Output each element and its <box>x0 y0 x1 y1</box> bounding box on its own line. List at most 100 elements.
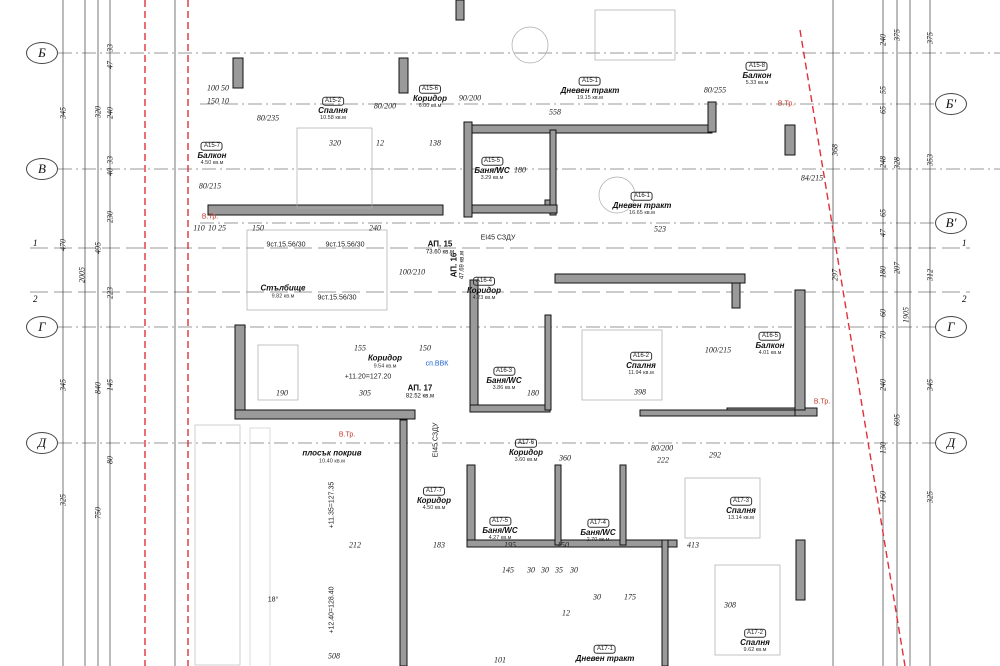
note-stairs-3: 9ст.15.56/30 <box>317 294 357 302</box>
grid-axis-marker: Д <box>26 432 58 454</box>
dimension-label: 30 <box>541 565 549 575</box>
dimension-label: 35 <box>555 565 563 575</box>
room-name: Баня/WC <box>486 375 522 385</box>
dimension-left-inner: 223 <box>105 287 115 299</box>
grid-axis-marker: Б' <box>935 93 967 115</box>
dimension-right-mid: 328 <box>892 157 902 169</box>
dimension-right-inner: 248 <box>878 156 888 168</box>
dimension-label: 138 <box>429 138 441 148</box>
grid-axis-marker: Г <box>935 316 967 338</box>
room-area: 9.82 кв.м <box>271 293 295 300</box>
dimension-left-inner: 40 <box>105 168 115 176</box>
dimension-label: 413 <box>687 540 699 550</box>
room-name: Баня/WC <box>580 527 616 537</box>
dimension-right-inner: 65 <box>878 106 888 114</box>
grid-axis-marker: В' <box>935 212 967 234</box>
dimension-right-outer: 312 <box>925 269 935 281</box>
room-area: 11.94 кв.м <box>628 370 654 377</box>
dimension-right-other: 297 <box>830 269 840 281</box>
room-code: A16-5 <box>758 331 781 341</box>
dimension-right-inner: 60 <box>878 309 888 317</box>
room-area: 10.58 кв.м <box>320 115 346 122</box>
room-code: A16-2 <box>629 351 653 361</box>
note-level-roof-1: +11.35=127.35 <box>328 481 336 529</box>
door-size-label: 90/200 <box>458 93 482 103</box>
dimension-label: 10 <box>208 223 216 233</box>
section-mark-2: 2 <box>33 294 38 304</box>
room-area: 4.23 кв.м <box>472 295 496 302</box>
dimension-left-outer: 325 <box>58 494 68 506</box>
room-code: A16-4 <box>472 276 495 286</box>
room-name: Балкон <box>197 150 227 160</box>
dimension-label: 100 <box>207 83 219 93</box>
dimension-label: 508 <box>328 651 340 661</box>
dimension-label: 212 <box>349 540 361 550</box>
dimension-left-inner: 47 <box>105 61 115 69</box>
room-name: Спалня <box>318 105 348 115</box>
dimension-left-inner: 230 <box>105 211 115 223</box>
note-drain-4: В.Тр. <box>338 431 356 439</box>
dimension-right-inner: 240 <box>878 34 888 46</box>
dimension-left-mid: 495 <box>93 242 103 254</box>
room-area: 16.65 кв.м <box>629 210 655 217</box>
room-code: A17-6 <box>514 438 537 448</box>
dimension-right-outer: 345 <box>925 379 935 391</box>
dimension-right-inner: 55 <box>878 86 888 94</box>
dimension-left-total: 2005 <box>77 267 87 283</box>
apartment-number: АП. 17 <box>407 383 433 393</box>
apartment-number: АП. 16 <box>449 252 459 278</box>
dimension-label: 222 <box>657 455 669 465</box>
room-code: A15-7 <box>200 141 223 151</box>
room-name: плосък покрив <box>302 448 362 458</box>
dimension-label: 320 <box>329 138 341 148</box>
dimension-left-mid: 840 <box>93 382 103 394</box>
walls <box>207 0 818 666</box>
note-drain-1: В.Тр. <box>201 213 219 221</box>
room-code: A16-1 <box>630 191 653 201</box>
dimension-label: 195 <box>504 540 516 550</box>
apartment-area: 82.52 кв.м <box>405 393 435 400</box>
dimension-left-mid: 750 <box>93 507 103 519</box>
room-code: A15-8 <box>745 61 768 71</box>
dimension-label: 25 <box>218 223 226 233</box>
room-code: A15-2 <box>321 96 345 106</box>
dimension-label: 145 <box>502 565 514 575</box>
dimension-label: 558 <box>549 107 561 117</box>
room-area: 13.14 кв.м <box>728 515 754 522</box>
apartment-area: 47.69 кв.м <box>459 250 466 280</box>
dimension-right-inner: 240 <box>878 379 888 391</box>
dimension-right-inner: 47 <box>878 229 888 237</box>
room-name: Коридор <box>417 495 451 505</box>
room-name: Коридор <box>467 285 501 295</box>
dimension-label: 101 <box>494 655 506 665</box>
note-stairs-2: 9ст.15.56/30 <box>325 241 365 249</box>
dimension-label: 10 <box>221 96 229 106</box>
room-name: Коридор <box>413 93 447 103</box>
dimension-label: 308 <box>724 600 736 610</box>
dimension-label: 398 <box>634 387 646 397</box>
dimension-right-total: 1905 <box>901 307 911 323</box>
room-area: 3.60 кв.м <box>514 457 538 464</box>
note-fire-door-2: EI45 СЗДУ <box>432 422 440 458</box>
door-size-label: 80/200 <box>650 443 674 453</box>
section-mark-1: 1 <box>33 238 38 248</box>
dimension-right-other: 368 <box>830 144 840 156</box>
room-area: 4.50 кв.м <box>422 505 446 512</box>
dimension-label: 150 <box>252 223 264 233</box>
note-stairs-1: 9ст.15.56/30 <box>266 241 306 249</box>
note-level-main: +11.20=127.20 <box>344 373 392 381</box>
dimension-left-inner: 80 <box>105 456 115 464</box>
note-level-roof-2: +12.40=128.40 <box>328 586 336 634</box>
